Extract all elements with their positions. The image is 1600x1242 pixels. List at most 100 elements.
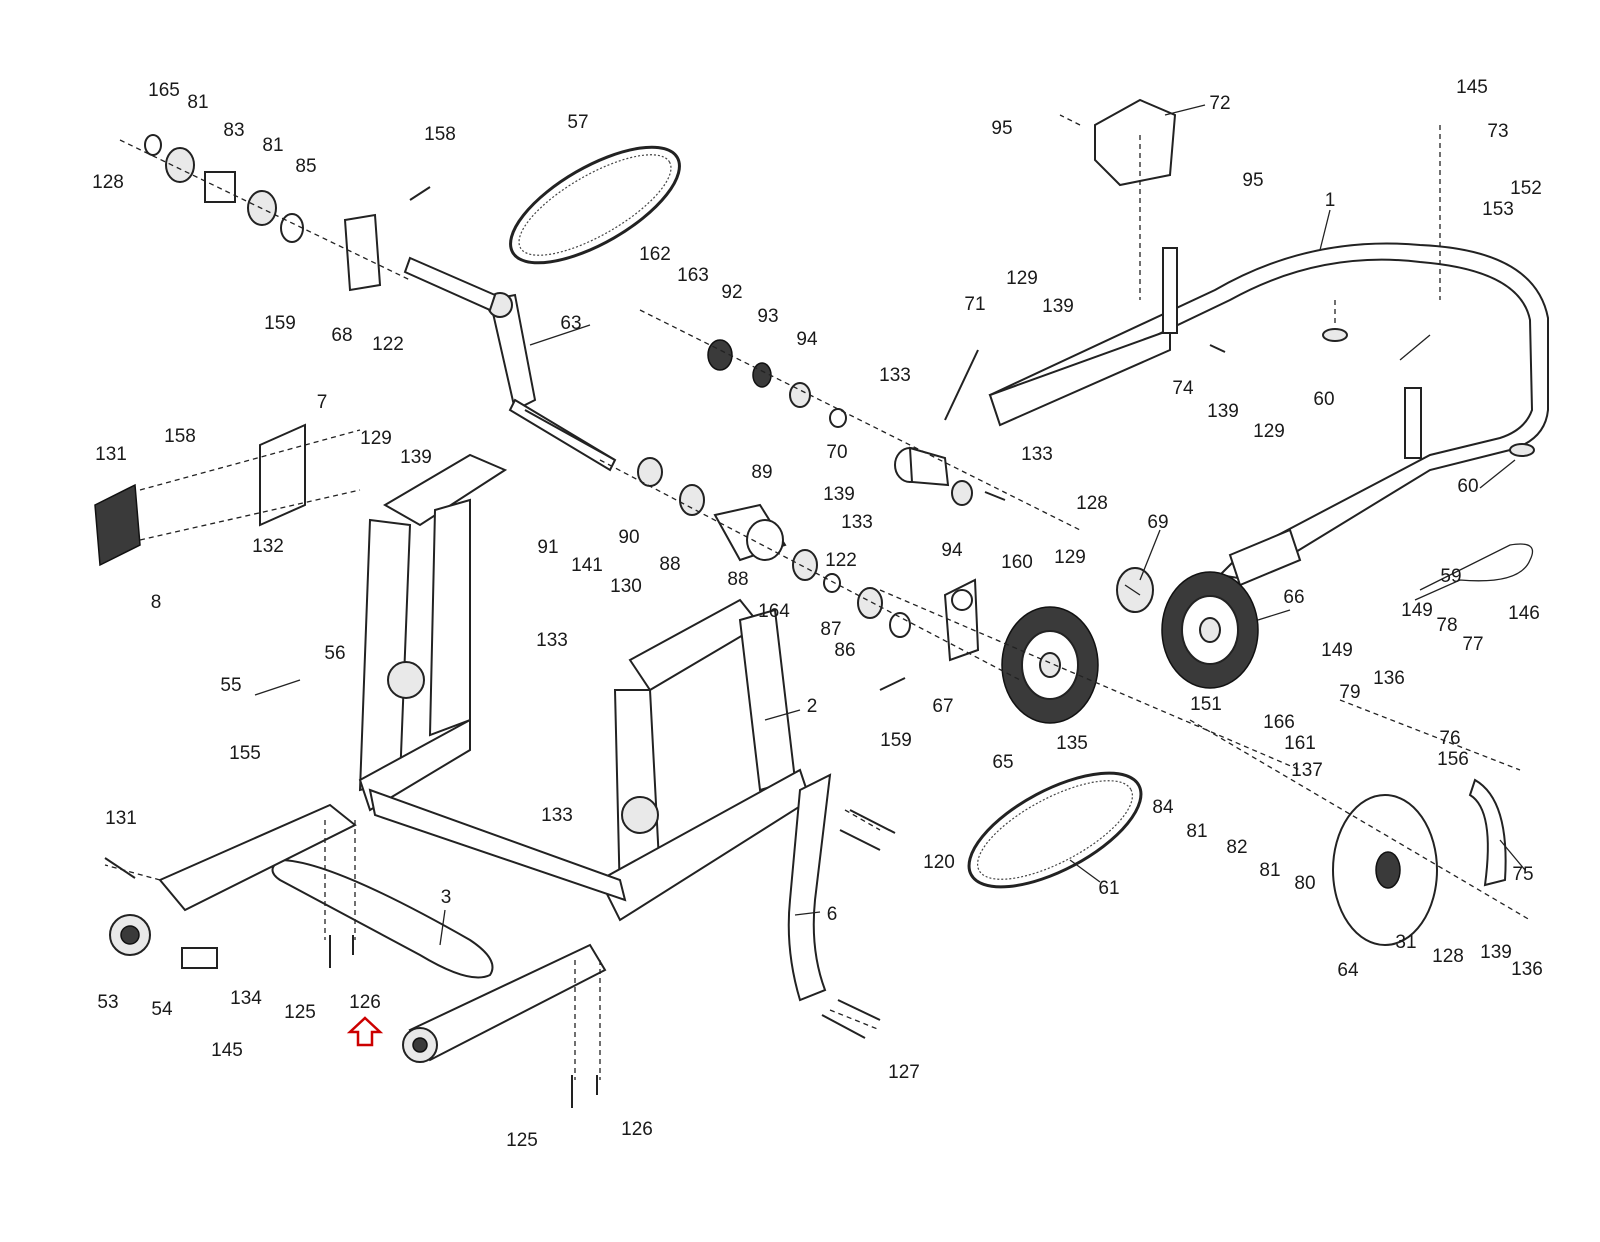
part-number-label: 56 xyxy=(324,643,345,664)
part-number-label: 141 xyxy=(571,555,603,576)
part-number-label: 153 xyxy=(1482,199,1514,220)
part-number-label: 129 xyxy=(1054,547,1086,568)
motor xyxy=(1094,98,1177,187)
leader-lines xyxy=(254,104,1526,946)
part-number-label: 156 xyxy=(1437,749,1469,770)
part-number-label: 3 xyxy=(441,887,452,908)
rear-stabilizer-arm xyxy=(402,943,607,1063)
part-number-label: 60 xyxy=(1457,476,1478,497)
part-number-label: 133 xyxy=(841,512,873,533)
part-number-label: 65 xyxy=(992,752,1013,773)
part-number-label: 155 xyxy=(229,743,261,764)
idler-bracket xyxy=(943,567,1154,662)
part-number-label: 94 xyxy=(796,329,818,350)
part-number-label: 88 xyxy=(659,554,680,575)
part-number-label: 139 xyxy=(1480,942,1512,963)
levelers xyxy=(1322,328,1535,457)
part-number-label: 128 xyxy=(92,172,124,193)
part-number-label: 165 xyxy=(148,80,180,101)
part-number-label: 92 xyxy=(721,282,742,303)
part-number-label: 131 xyxy=(105,808,137,829)
part-number-label: 160 xyxy=(1001,552,1033,573)
part-number-label: 129 xyxy=(1253,421,1285,442)
part-number-label: 82 xyxy=(1226,837,1247,858)
part-number-label: 76 xyxy=(1439,728,1460,749)
part-number-label: 122 xyxy=(372,334,404,355)
part-number-label: 8 xyxy=(151,592,162,613)
part-number-label: 149 xyxy=(1401,600,1433,621)
part-number-label: 161 xyxy=(1284,733,1316,754)
part-number-label: 31 xyxy=(1395,932,1416,953)
assembly-lines xyxy=(104,114,1531,1080)
roller xyxy=(637,457,911,638)
part-number-label: 162 xyxy=(639,244,671,265)
part-number-label: 163 xyxy=(677,265,709,286)
axle-assembly xyxy=(144,134,497,312)
part-number-label: 133 xyxy=(1021,444,1053,465)
part-number-label: 131 xyxy=(95,444,127,465)
upright-frame-left xyxy=(358,453,627,902)
part-number-label: 95 xyxy=(1242,170,1263,191)
part-number-label: 86 xyxy=(834,640,855,661)
power-cord xyxy=(1414,543,1534,601)
part-number-label: 139 xyxy=(400,447,432,468)
part-number-label: 81 xyxy=(187,92,208,113)
part-number-label: 128 xyxy=(1076,493,1108,514)
part-number-label: 126 xyxy=(621,1119,653,1140)
part-number-label: 74 xyxy=(1172,378,1194,399)
part-number-label: 71 xyxy=(964,294,985,315)
part-number-label: 94 xyxy=(941,540,963,561)
part-number-label: 151 xyxy=(1190,694,1222,715)
part-number-label: 85 xyxy=(295,156,316,177)
part-number-label: 81 xyxy=(1186,821,1207,842)
part-number-label: 93 xyxy=(757,306,778,327)
base-frame xyxy=(988,242,1549,587)
part-number-label: 2 xyxy=(807,696,818,717)
part-number-label: 68 xyxy=(331,325,352,346)
bolts xyxy=(104,186,1226,1108)
crank-arm xyxy=(487,292,617,472)
part-number-label: 132 xyxy=(252,536,284,557)
part-number-label: 69 xyxy=(1147,512,1168,533)
part-number-label: 78 xyxy=(1436,615,1457,636)
part-number-label: 75 xyxy=(1512,864,1533,885)
part-number-label: 158 xyxy=(424,124,456,145)
part-number-label: 149 xyxy=(1321,640,1353,661)
small-pulleys xyxy=(707,339,847,428)
part-number-label: 59 xyxy=(1440,566,1461,587)
part-number-label: 133 xyxy=(536,630,568,651)
part-number-label: 139 xyxy=(823,484,855,505)
front-stabilizer-arm xyxy=(109,803,357,969)
part-number-label: 158 xyxy=(164,426,196,447)
drawing xyxy=(94,98,1549,1108)
stabilizer xyxy=(271,858,494,979)
part-number-label: 54 xyxy=(151,999,173,1020)
part-number-label: 84 xyxy=(1152,797,1174,818)
part-number-label: 80 xyxy=(1294,873,1315,894)
part-number-label: 67 xyxy=(932,696,953,717)
part-number-label: 129 xyxy=(1006,268,1038,289)
console-bracket xyxy=(94,423,306,567)
pulley-66 xyxy=(1161,571,1259,689)
part-number-label: 57 xyxy=(567,112,588,133)
part-number-label: 130 xyxy=(610,576,642,597)
part-number-label: 63 xyxy=(560,313,581,334)
rod-71 xyxy=(944,349,979,421)
part-number-label: 164 xyxy=(758,601,790,622)
part-number-label: 166 xyxy=(1263,712,1295,733)
highlight-arrow xyxy=(346,1016,384,1047)
part-number-label: 136 xyxy=(1511,959,1543,980)
part-number-label: 64 xyxy=(1337,960,1359,981)
part-number-label: 145 xyxy=(1456,77,1488,98)
part-number-label: 159 xyxy=(264,313,296,334)
part-number-label: 91 xyxy=(537,537,558,558)
part-number-label: 77 xyxy=(1462,634,1483,655)
part-number-label: 61 xyxy=(1098,878,1119,899)
part-number-label: 81 xyxy=(1259,860,1280,881)
part-number-label: 81 xyxy=(262,135,283,156)
part-number-label: 87 xyxy=(820,619,841,640)
part-number-label: 122 xyxy=(825,550,857,571)
part-number-label: 125 xyxy=(506,1130,538,1151)
